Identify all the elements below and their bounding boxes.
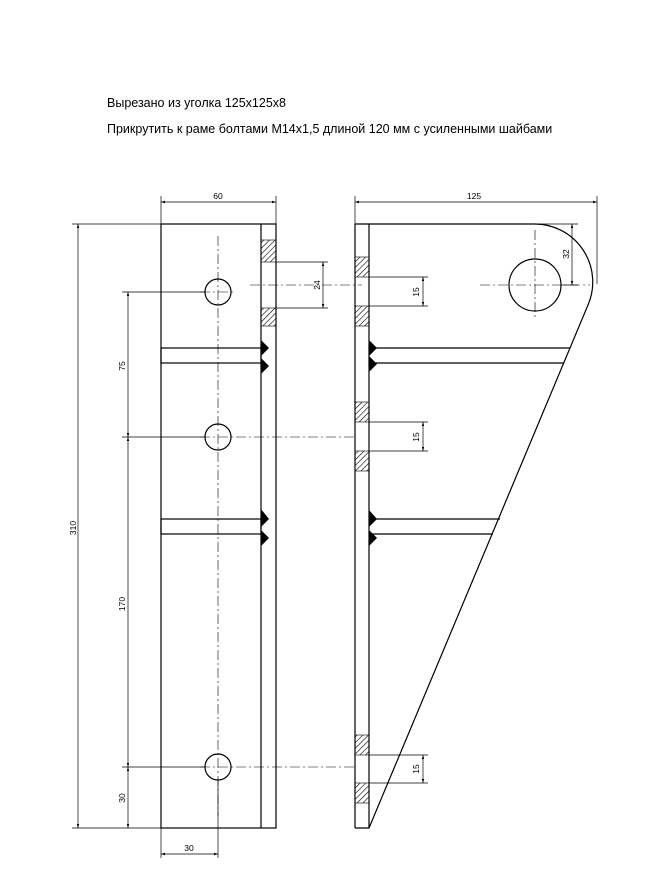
- right-gusset-outline: [355, 223, 594, 829]
- right-weld-rib1-b: [369, 356, 377, 372]
- dim-radius-32: 32: [535, 223, 578, 286]
- dim-flange-15-bottom: 15: [369, 754, 428, 784]
- dim-75-label: 75: [117, 361, 127, 371]
- right-weld-mid-1: [354, 401, 370, 423]
- dim-125-label: 125: [467, 191, 481, 201]
- right-weld-top-1: [354, 256, 370, 278]
- left-weld-top-1: [260, 239, 277, 263]
- note-bolting: Прикрутить к раме болтами М14x1,5 длиной…: [107, 122, 553, 136]
- left-weld-rib1-b: [261, 358, 269, 374]
- right-weld-top-2: [354, 305, 370, 327]
- dim-hole-chain: 75 170 30: [117, 291, 205, 828]
- dim-height-310: 310: [68, 223, 161, 829]
- left-weld-rib1-a: [261, 340, 269, 356]
- dim-60-label: 60: [213, 191, 223, 201]
- right-weld-bot-1: [354, 734, 370, 756]
- left-weld-top-2: [260, 307, 277, 327]
- dim-170-label: 170: [117, 597, 127, 611]
- right-weld-bot-2: [354, 782, 370, 804]
- right-weld-rib2-a: [369, 510, 377, 527]
- left-view: [160, 223, 277, 829]
- left-plate: [160, 223, 277, 829]
- right-weld-mid-2: [354, 450, 370, 472]
- right-view: [354, 223, 594, 829]
- left-weld-rib2-b: [261, 530, 269, 546]
- dim-15-bottom-label: 15: [411, 764, 421, 774]
- note-material: Вырезано из уголка 125x125x8: [107, 96, 286, 110]
- dim-width-125: 125: [354, 191, 598, 284]
- dim-hole-24: 24: [276, 261, 328, 309]
- dim-30-horizontal-label: 30: [184, 843, 194, 853]
- left-rib-lower: [160, 518, 262, 535]
- right-weld-rib1-a: [369, 340, 377, 356]
- left-weld-rib2-a: [261, 509, 269, 527]
- dim-flange-15-mid: 15: [369, 421, 428, 452]
- dim-24-label: 24: [312, 280, 322, 290]
- left-rib-upper: [160, 347, 262, 364]
- dim-bottom-30: 30: [160, 780, 219, 858]
- dim-30-vertical-label: 30: [117, 793, 127, 803]
- dim-flange-15-top: 15: [369, 276, 428, 307]
- dim-310-label: 310: [68, 521, 78, 535]
- dim-32-label: 32: [561, 249, 571, 259]
- dim-15-mid-label: 15: [411, 432, 421, 442]
- right-weld-rib2-b: [369, 530, 377, 546]
- dim-15-top-label: 15: [411, 287, 421, 297]
- dim-width-60: 60: [160, 191, 277, 224]
